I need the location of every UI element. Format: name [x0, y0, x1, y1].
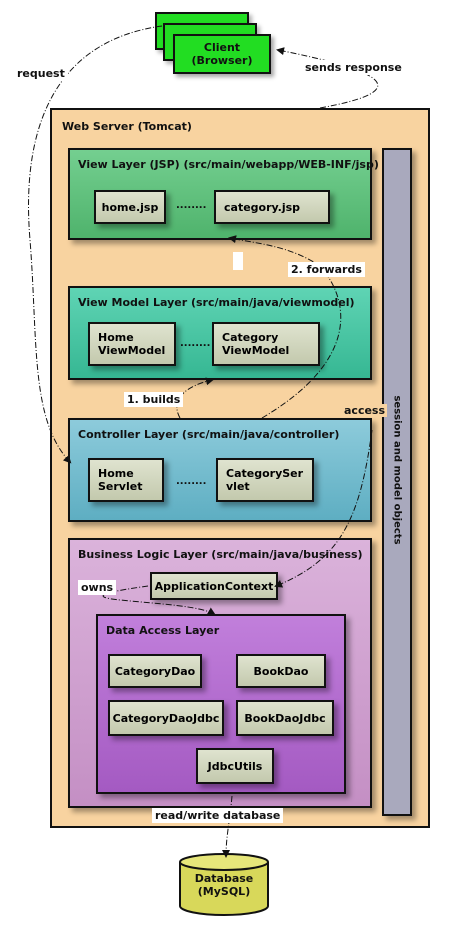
application-context-box: ApplicationContext	[150, 572, 278, 600]
category-dao-label: CategoryDao	[114, 664, 196, 678]
owns-label: owns	[78, 580, 117, 595]
client-node: Client (Browser)	[155, 12, 275, 78]
sends-response-label: sends response	[302, 60, 405, 75]
category-jsp-box: category.jsp	[214, 190, 330, 224]
book-dao-jdbc-label: BookDaoJdbc	[244, 711, 326, 725]
category-dao-jdbc-box: CategoryDaoJdbc	[108, 700, 224, 736]
session-bar-label: session and model objects	[391, 395, 403, 545]
book-dao-jdbc-box: BookDaoJdbc	[236, 700, 334, 736]
client-label-line2: (Browser)	[191, 54, 253, 67]
controller-layer: Controller Layer (src/main/java/controll…	[68, 418, 372, 522]
view-layer-title: View Layer (JSP) (src/main/webapp/WEB-IN…	[78, 158, 379, 171]
book-dao-label: BookDao	[253, 664, 309, 678]
category-dao-box: CategoryDao	[108, 654, 202, 688]
home-jsp-label: home.jsp	[101, 200, 159, 214]
business-layer-title: Business Logic Layer (src/main/java/busi…	[78, 548, 363, 561]
category-servlet-label: CategorySer vlet	[226, 467, 304, 493]
home-jsp-box: home.jsp	[94, 190, 166, 224]
home-servlet-label: Home Servlet	[98, 467, 143, 493]
controller-layer-title: Controller Layer (src/main/java/controll…	[78, 428, 340, 441]
data-access-layer-title: Data Access Layer	[106, 624, 220, 637]
category-servlet-box: CategorySer vlet	[216, 458, 314, 502]
client-label-line1: Client	[203, 41, 241, 54]
client-box: Client (Browser)	[173, 34, 271, 74]
category-viewmodel-label: Category ViewModel	[222, 331, 290, 357]
category-viewmodel-box: Category ViewModel	[212, 322, 320, 366]
view-layer: View Layer (JSP) (src/main/webapp/WEB-IN…	[68, 148, 379, 240]
response-arrow	[276, 47, 379, 109]
home-servlet-box: Home Servlet	[88, 458, 164, 502]
forward-marker	[233, 252, 243, 270]
category-dao-jdbc-label: CategoryDaoJdbc	[112, 711, 220, 725]
jdbc-utils-box: JdbcUtils	[196, 748, 274, 784]
category-jsp-label: category.jsp	[224, 200, 301, 214]
view-model-ellipsis: ........	[180, 338, 211, 349]
database-label-line1: Database	[194, 872, 254, 885]
jdbc-utils-label: JdbcUtils	[207, 759, 263, 773]
controller-ellipsis: ........	[176, 476, 207, 487]
home-viewmodel-label: Home ViewModel	[98, 331, 166, 357]
application-context-label: ApplicationContext	[154, 579, 274, 593]
access-label: access	[342, 404, 388, 417]
session-bar: session and model objects	[382, 148, 412, 816]
book-dao-box: BookDao	[236, 654, 326, 688]
home-viewmodel-box: Home ViewModel	[88, 322, 176, 366]
forwards-label: 2. forwards	[288, 262, 365, 277]
database-node: Database (MySQL)	[176, 852, 272, 918]
view-model-layer: View Model Layer (src/main/java/viewmode…	[68, 286, 372, 380]
view-model-layer-title: View Model Layer (src/main/java/viewmode…	[78, 296, 355, 309]
request-label: request	[14, 66, 68, 81]
web-server-title: Web Server (Tomcat)	[62, 120, 192, 133]
builds-label: 1. builds	[124, 392, 184, 407]
read-write-database-label: read/write database	[152, 808, 284, 823]
database-cylinder-icon	[179, 853, 269, 916]
view-layer-ellipsis: ........	[176, 200, 207, 211]
database-label-line2: (MySQL)	[197, 885, 251, 898]
data-access-layer: Data Access Layer CategoryDao BookDao Ca…	[96, 614, 346, 794]
